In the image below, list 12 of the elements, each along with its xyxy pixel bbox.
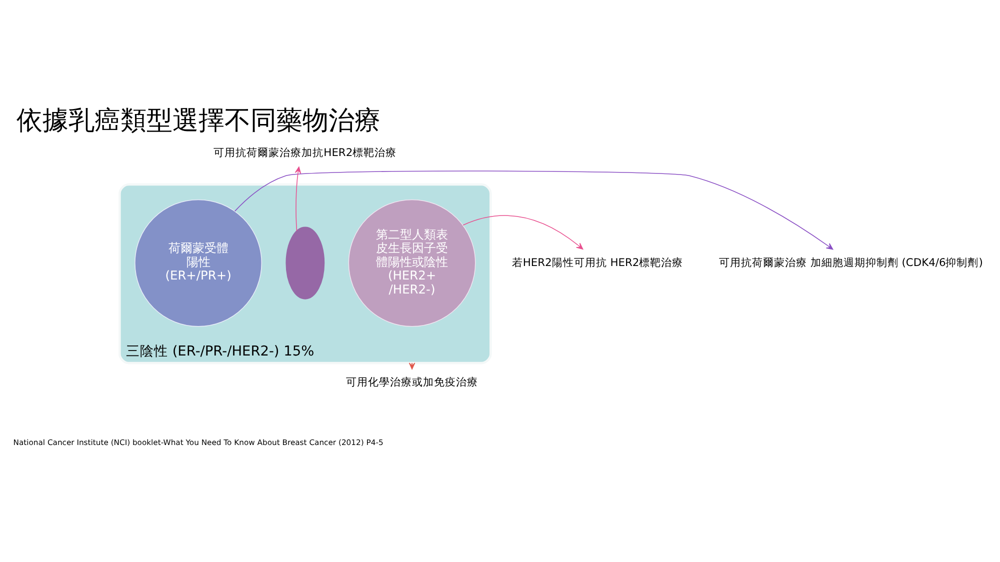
node-ellipse bbox=[286, 226, 325, 300]
node-text: 若HER2陽性可用抗 HER2標靶治療 bbox=[512, 256, 684, 269]
node-text: 可用化學治療或加免疫治療 bbox=[346, 376, 478, 389]
diagram-title: 依據乳癌類型選擇不同藥物治療 bbox=[16, 106, 381, 136]
arrow bbox=[294, 166, 302, 232]
label: National Cancer Institute (NCI) booklet-What You Need To Know About Breast Cancer (2012) P4-5 bbox=[13, 438, 384, 448]
arrow bbox=[462, 215, 584, 250]
node-text: 可用抗荷爾蒙治療 加細胞週期抑制劑 (CDK4/6抑制劑) bbox=[718, 256, 983, 269]
arrow bbox=[234, 170, 834, 250]
node-text: 可用抗荷爾蒙治療加抗HER2標靶治療 bbox=[214, 146, 397, 159]
node-circle: 第二型人類表皮生長因子受體陽性或陰性 (HER2+ /HER2-) bbox=[348, 199, 476, 327]
node-circle: 荷爾蒙受體陽性 (ER+/PR+) bbox=[134, 199, 262, 327]
